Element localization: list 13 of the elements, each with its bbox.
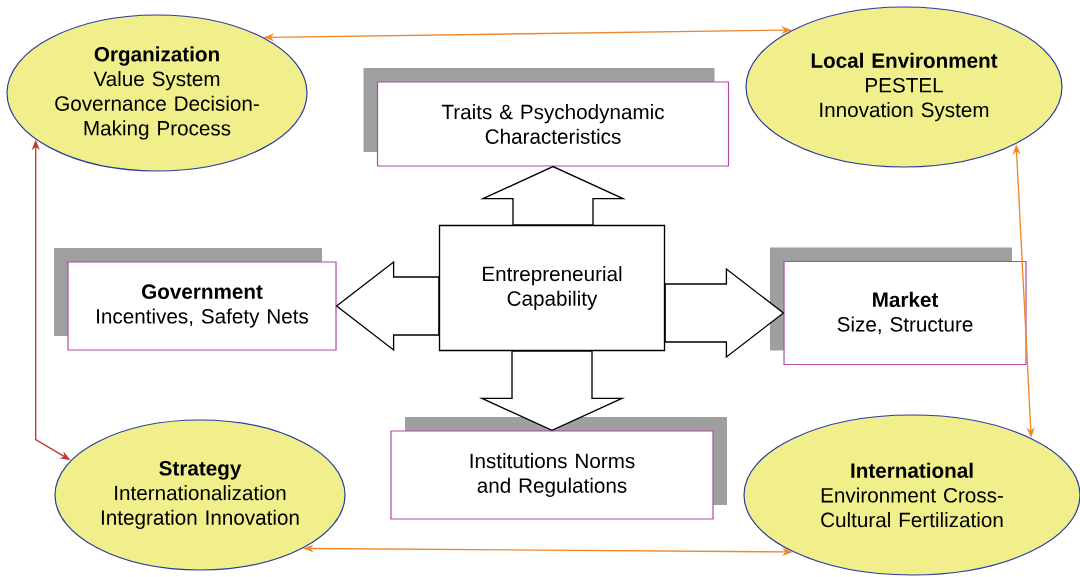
block-arrow [479, 165, 627, 226]
block-arrow [478, 350, 626, 432]
shadowed-box: Government Incentives, Safety Nets [54, 248, 337, 351]
shadowed-box: Institutions Norms and Regulations [390, 417, 727, 520]
shadowed-box: Market Size, Structure [770, 247, 1027, 366]
block-arrow [335, 260, 440, 352]
ellipse-node: Local Environment PESTEL Innovation System [745, 6, 1063, 168]
shadowed-box: Traits & Psychodynamic Characteristics [363, 68, 730, 167]
ellipse-node: Strategy Internationalization Integration Innovation [54, 419, 346, 571]
process-box: Entrepreneurial Capability [438, 224, 666, 352]
ellipse-node: International Environment Cross-Cultural Fertilization [743, 414, 1080, 576]
block-arrow [664, 267, 785, 359]
ellipse-node: Organization Value System Governance Decision-Making Process [6, 14, 308, 172]
